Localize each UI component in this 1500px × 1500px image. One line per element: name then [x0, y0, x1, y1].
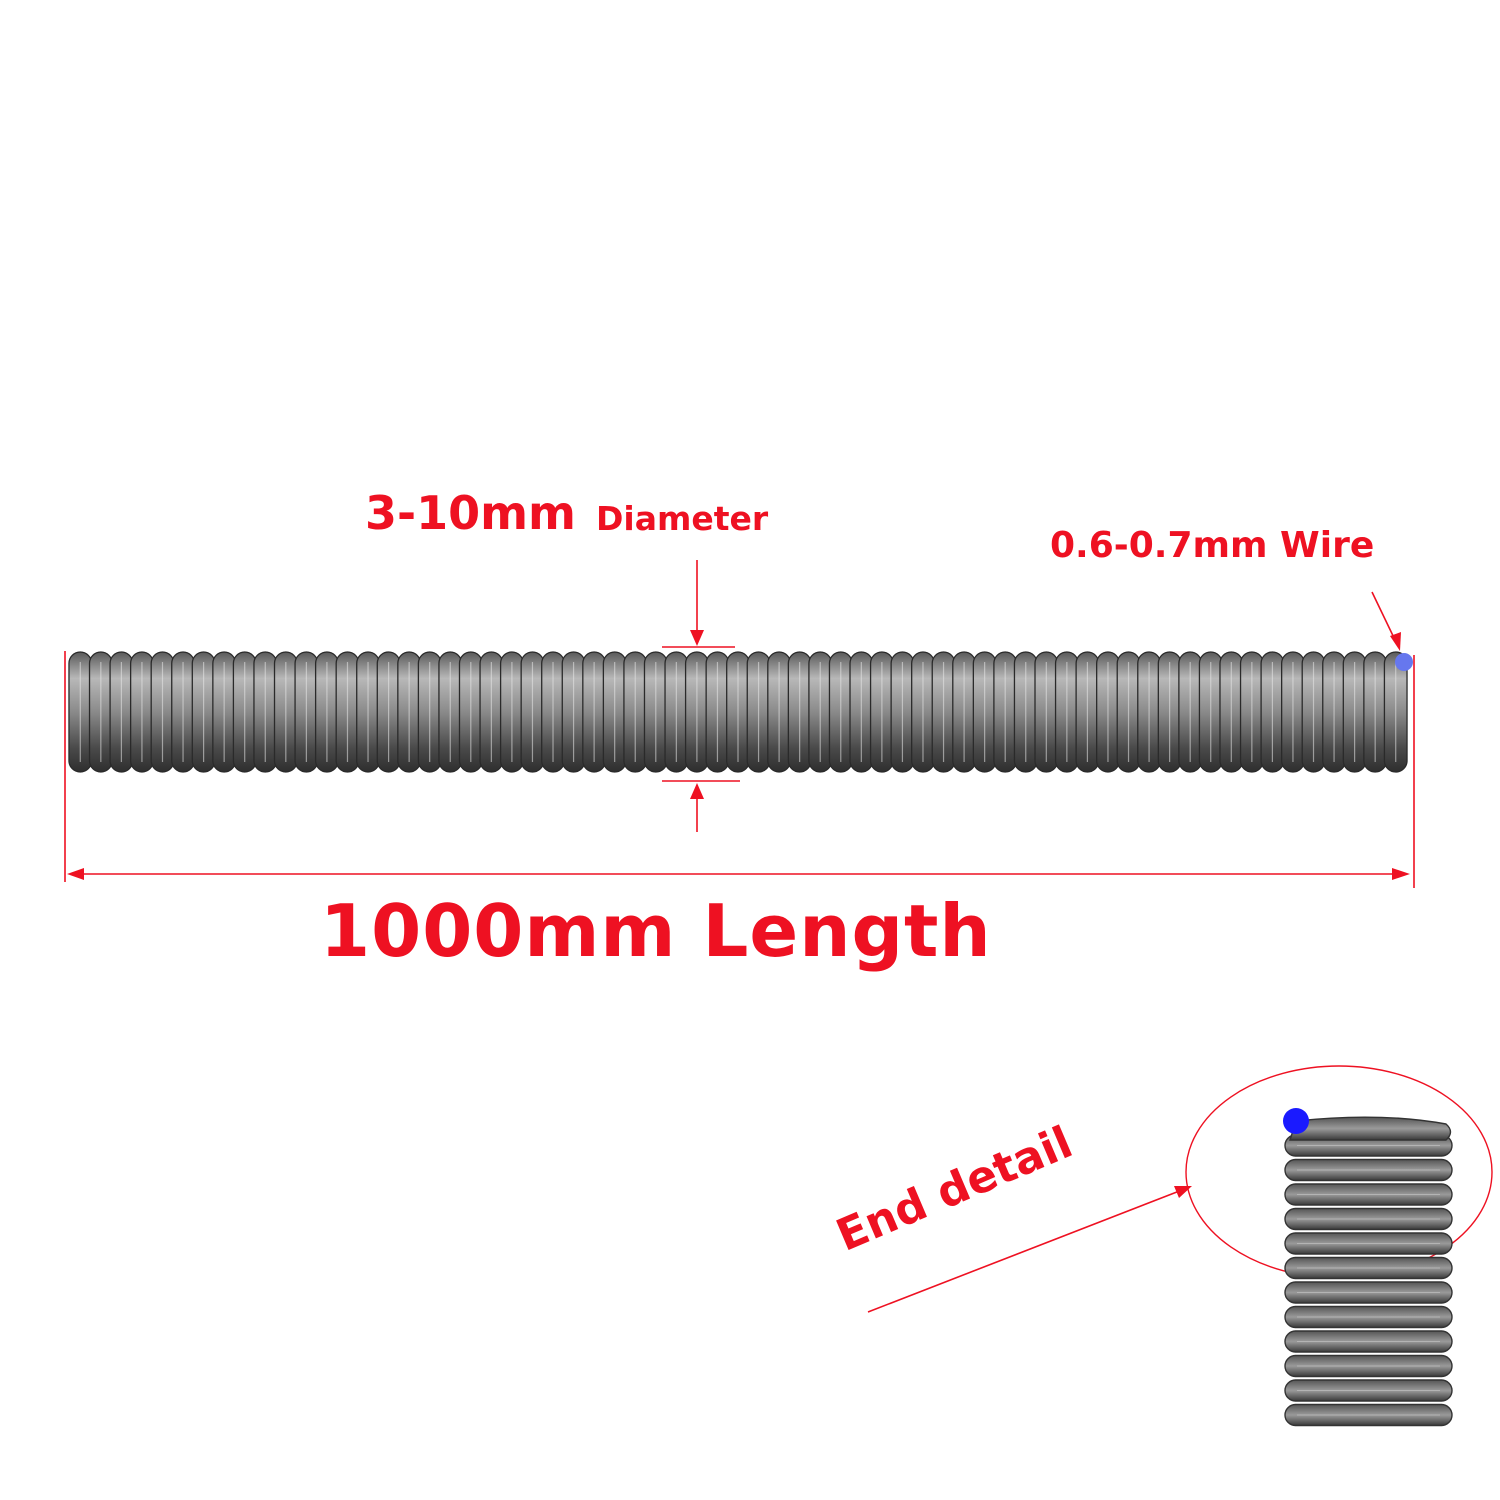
wire-pointer-arrowhead: [1390, 632, 1401, 651]
spring-coils: [68, 651, 1408, 773]
diameter-value-label: 3-10mm: [365, 486, 576, 540]
wire-end-marker: [1395, 653, 1413, 671]
diameter-arrow-top: [690, 630, 704, 646]
end-detail-coils: [1284, 1116, 1453, 1427]
length-dimension: [64, 651, 1415, 888]
diameter-dimension: [662, 560, 740, 832]
diameter-word-label: Diameter: [596, 499, 769, 538]
length-arrow-left: [67, 868, 84, 880]
length-label: 1000mm Length: [320, 889, 992, 973]
wire-pointer-line: [1371, 591, 1397, 643]
end-detail-pointer-line: [867, 1189, 1183, 1313]
end-detail-wire-marker: [1283, 1108, 1309, 1134]
length-arrow-right: [1392, 868, 1410, 880]
end-detail-top-turn: [1289, 1116, 1452, 1141]
diameter-arrow-bottom: [690, 783, 704, 799]
wire-size-label: 0.6-0.7mm Wire: [1050, 525, 1375, 566]
